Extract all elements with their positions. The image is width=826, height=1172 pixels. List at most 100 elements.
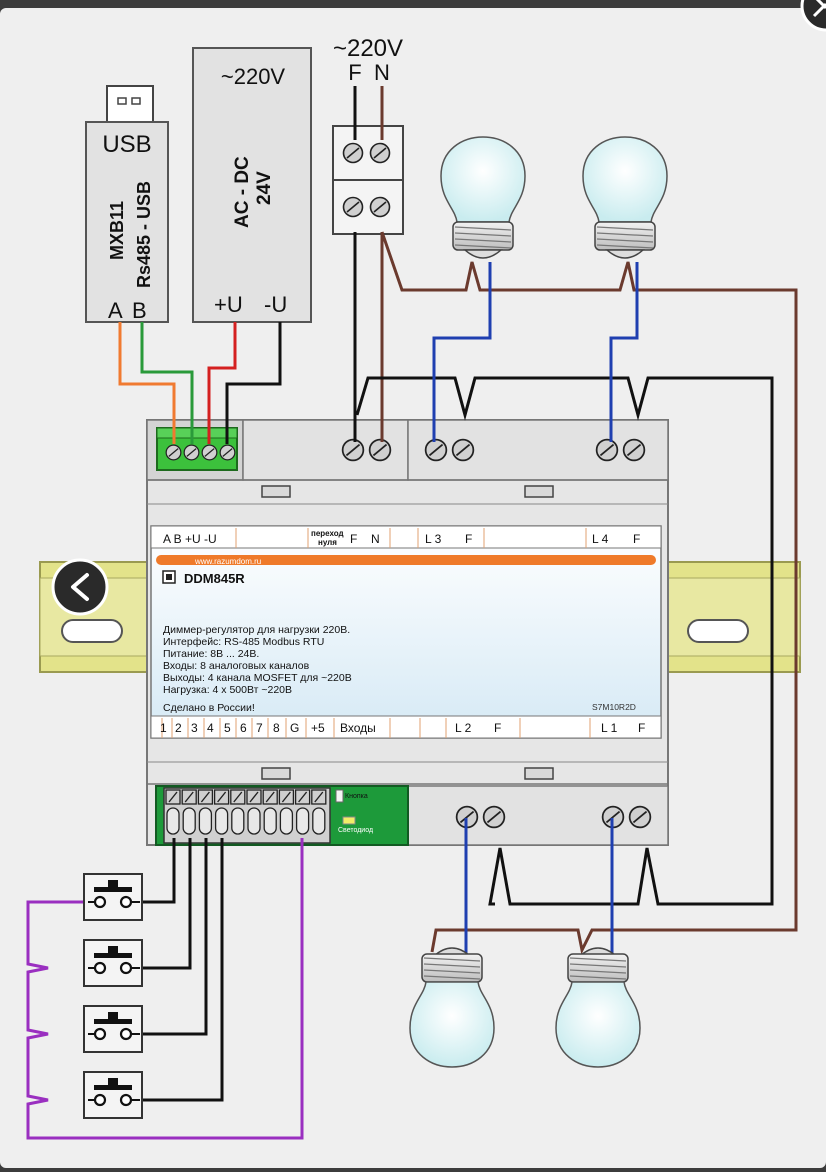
brand-logo: RD <box>160 553 178 567</box>
power-supply: ~220V AC - DC 24V +U -U <box>192 47 312 323</box>
mains-input: ~220V F N <box>332 35 404 235</box>
chevron-left-icon <box>71 573 89 601</box>
usb-adapter-model: MXB11 <box>107 201 127 260</box>
wire-plus <box>207 322 237 444</box>
wire-phase-bus <box>355 376 774 906</box>
wire-input-4 <box>140 838 224 1102</box>
desc-line-6: Нагрузка: 4 х 500Вт ~220В <box>163 684 292 696</box>
input-pin <box>213 789 230 835</box>
wire-rs485-b <box>140 322 194 444</box>
label-top-n: N <box>371 532 380 546</box>
lamp <box>409 947 495 1068</box>
serial-number: S7M10R2D <box>592 702 636 712</box>
psu-output-voltage: 24V <box>254 171 275 205</box>
push-button <box>83 873 143 921</box>
close-icon <box>812 0 826 18</box>
wire-rs485-a <box>118 322 176 444</box>
device-model: DDM845R <box>184 571 245 586</box>
led-indicator <box>342 816 356 825</box>
wire-lamp-l4 <box>609 262 639 442</box>
psu-minus: -U <box>264 292 287 317</box>
label-ab-power: A B +U -U <box>163 532 217 546</box>
inputs-word: Входы <box>340 721 376 735</box>
usb-plug-label: USB <box>102 131 151 158</box>
front-panel: RD www.razumdom.ru DDM845R Диммер-регуля… <box>150 525 662 739</box>
input-label-6: 6 <box>240 721 247 735</box>
label-l3: L 3 <box>425 532 442 546</box>
psu-plus: +U <box>214 292 243 317</box>
label-l2-f: F <box>494 721 501 735</box>
desc-line-5: Выходы: 4 канала MOSFET для ~220В <box>163 672 352 684</box>
desc-line-4: Входы: 8 аналоговых каналов <box>163 660 310 672</box>
label-l4: L 4 <box>592 532 609 546</box>
input-label-8: 8 <box>273 721 280 735</box>
usb-adapter-subtitle: Rs485 - USB <box>134 181 154 288</box>
device-description: Диммер-регулятор для нагрузки 220В. Инте… <box>163 624 352 714</box>
input-pin <box>165 789 181 835</box>
prev-button[interactable] <box>51 558 109 616</box>
mains-voltage: ~220V <box>333 35 403 62</box>
input-label-plus5: +5 <box>311 721 325 735</box>
label-l2: L 2 <box>455 721 472 735</box>
wire-lamp-l3 <box>432 262 492 442</box>
input-pin <box>278 789 295 835</box>
input-pin <box>197 789 214 835</box>
brand-site: www.razumdom.ru <box>194 557 261 566</box>
mains-n: N <box>374 60 390 85</box>
input-pin <box>246 789 262 835</box>
input-pin <box>262 789 278 835</box>
button-indicator <box>335 789 344 803</box>
label-l4-f: F <box>633 532 640 546</box>
input-pin <box>311 789 327 835</box>
brand-bar <box>156 555 656 565</box>
led-label: Светодиод <box>338 827 373 834</box>
input-pin <box>294 789 311 835</box>
wire-input-3 <box>140 838 208 1036</box>
close-button[interactable] <box>800 0 826 32</box>
lamp <box>582 136 668 259</box>
push-button <box>83 939 143 987</box>
label-l1-f: F <box>638 721 645 735</box>
wires <box>26 86 798 1140</box>
input-label-1: 1 <box>160 721 167 735</box>
input-label-7: 7 <box>256 721 263 735</box>
rs485-power-terminal <box>156 427 238 471</box>
desc-line-1: Диммер-регулятор для нагрузки 220В. <box>163 624 350 636</box>
lamp <box>555 947 641 1068</box>
wire-input-2 <box>140 838 192 970</box>
input-label-3: 3 <box>191 721 198 735</box>
wire-minus <box>225 322 282 444</box>
wire-neutral-bus <box>380 231 798 955</box>
label-l1: L 1 <box>601 721 618 735</box>
lamp <box>440 136 526 259</box>
input-pin <box>181 789 197 835</box>
psu-input-voltage: ~220V <box>221 64 286 89</box>
made-in: Сделано в России! <box>163 702 255 714</box>
push-button <box>83 1071 143 1119</box>
desc-line-2: Интерфейс: RS-485 Modbus RTU <box>163 636 324 648</box>
push-buttons <box>83 873 143 1119</box>
input-pins <box>165 789 327 835</box>
lamps <box>409 136 668 1068</box>
input-label-g: G <box>290 721 299 735</box>
push-button <box>83 1005 143 1053</box>
button-label: Кнопка <box>345 793 368 800</box>
usb-pin-b: B <box>132 298 147 323</box>
desc-line-3: Питание: 8В ... 24В. <box>163 648 259 660</box>
usb-adapter: USB MXB11 Rs485 - USB A B <box>85 85 169 323</box>
usb-plug <box>106 85 154 123</box>
input-terminal-block: Кнопка Светодиод <box>155 785 409 846</box>
label-l3-f: F <box>465 532 472 546</box>
wire-input-1 <box>140 838 176 904</box>
wire-buttons-common <box>26 838 304 1140</box>
label-top-f: F <box>350 532 357 546</box>
input-label-2: 2 <box>175 721 182 735</box>
input-label-5: 5 <box>224 721 231 735</box>
label-zero-1: переход <box>311 529 344 538</box>
psu-type: AC - DC <box>232 156 253 228</box>
input-pin <box>230 789 246 835</box>
input-label-4: 4 <box>207 721 214 735</box>
label-zero-2: нуля <box>318 538 337 547</box>
usb-pin-a: A <box>108 298 123 323</box>
